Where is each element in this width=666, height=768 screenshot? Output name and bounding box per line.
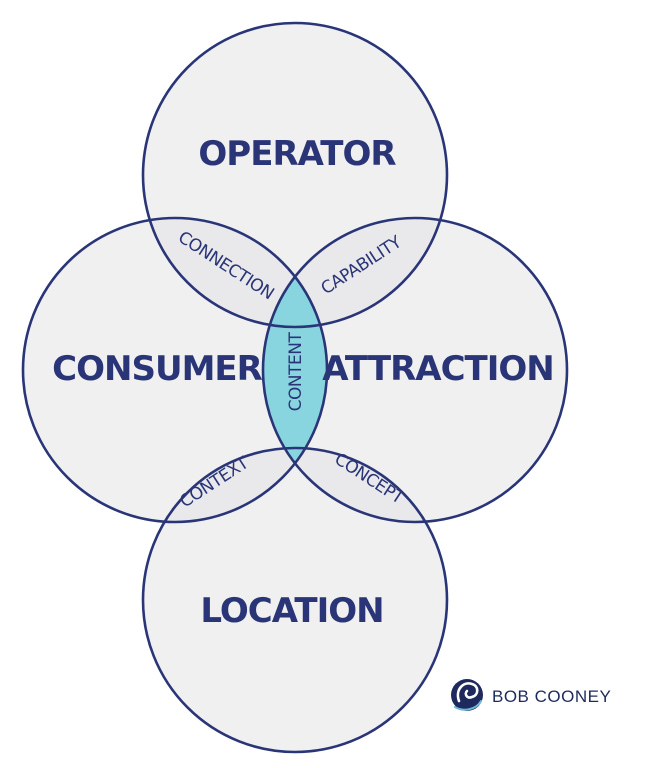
label-location: LOCATION: [200, 591, 383, 631]
circle-consumer: [23, 218, 327, 522]
circle-location: [143, 448, 447, 752]
wave-swirl-icon: [451, 679, 483, 711]
circle-attraction: [263, 218, 567, 522]
label-content: CONTENT: [286, 332, 306, 412]
circle-location-outline: [141, 446, 449, 754]
circle-attraction-outline: [261, 216, 569, 524]
label-consumer: CONSUMER: [52, 349, 262, 389]
logo: BOB COONEY: [451, 679, 611, 711]
logo-text: BOB COONEY: [492, 687, 611, 706]
circle-consumer-outline: [21, 216, 329, 524]
circle-operator-outline: [141, 21, 449, 329]
label-attraction: ATTRACTION: [322, 349, 554, 389]
label-operator: OPERATOR: [198, 134, 396, 174]
